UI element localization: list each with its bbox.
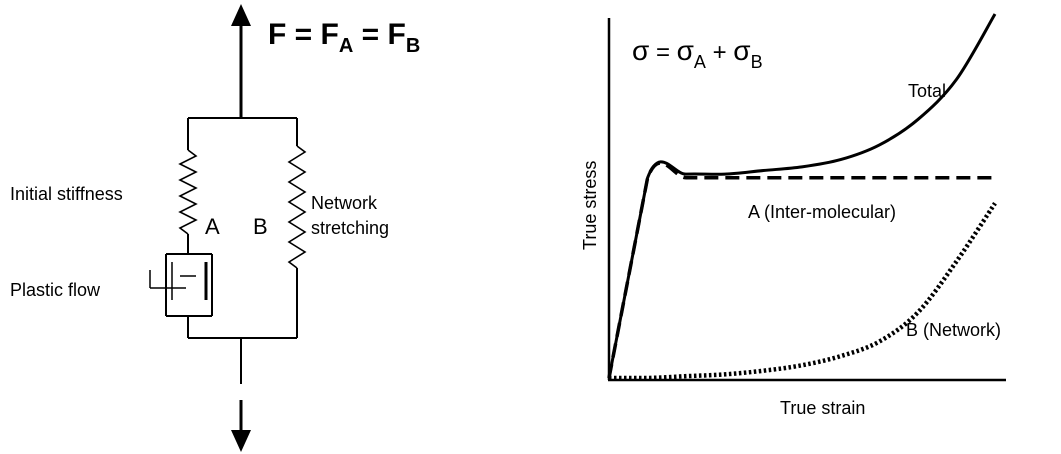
label-plastic-flow: Plastic flow (10, 280, 101, 300)
curves (607, 13, 997, 381)
dashpot (149, 253, 213, 317)
top-force-arrow-head (231, 4, 251, 26)
curve-label-a: A (Inter-molecular) (748, 202, 896, 222)
stress-equation: σ = σA + σB (632, 35, 763, 72)
label-network-line2: stretching (311, 218, 389, 238)
curve-label-total: Total (908, 81, 946, 101)
label-network-line1: Network (311, 193, 378, 213)
rheological-model: F = FA = FB Initial stiffness Plastic fl… (10, 4, 420, 452)
label-branch-a: A (205, 214, 220, 239)
x-axis-label: True strain (780, 398, 865, 418)
curve-total (607, 13, 997, 379)
stress-strain-chart: σ = σA + σB True strain True stress Tota… (580, 13, 1006, 418)
force-equation: F = FA = FB (268, 18, 420, 57)
curve-b-network (609, 202, 997, 381)
y-axis-label: True stress (580, 161, 600, 250)
label-initial-stiffness: Initial stiffness (10, 184, 123, 204)
branch-b-spring (287, 145, 307, 269)
bottom-force-arrow-head (231, 430, 251, 452)
label-branch-b: B (253, 214, 268, 239)
branch-a-spring (178, 149, 198, 235)
curve-a-inter-molecular (607, 161, 995, 379)
curve-label-b: B (Network) (906, 320, 1001, 340)
